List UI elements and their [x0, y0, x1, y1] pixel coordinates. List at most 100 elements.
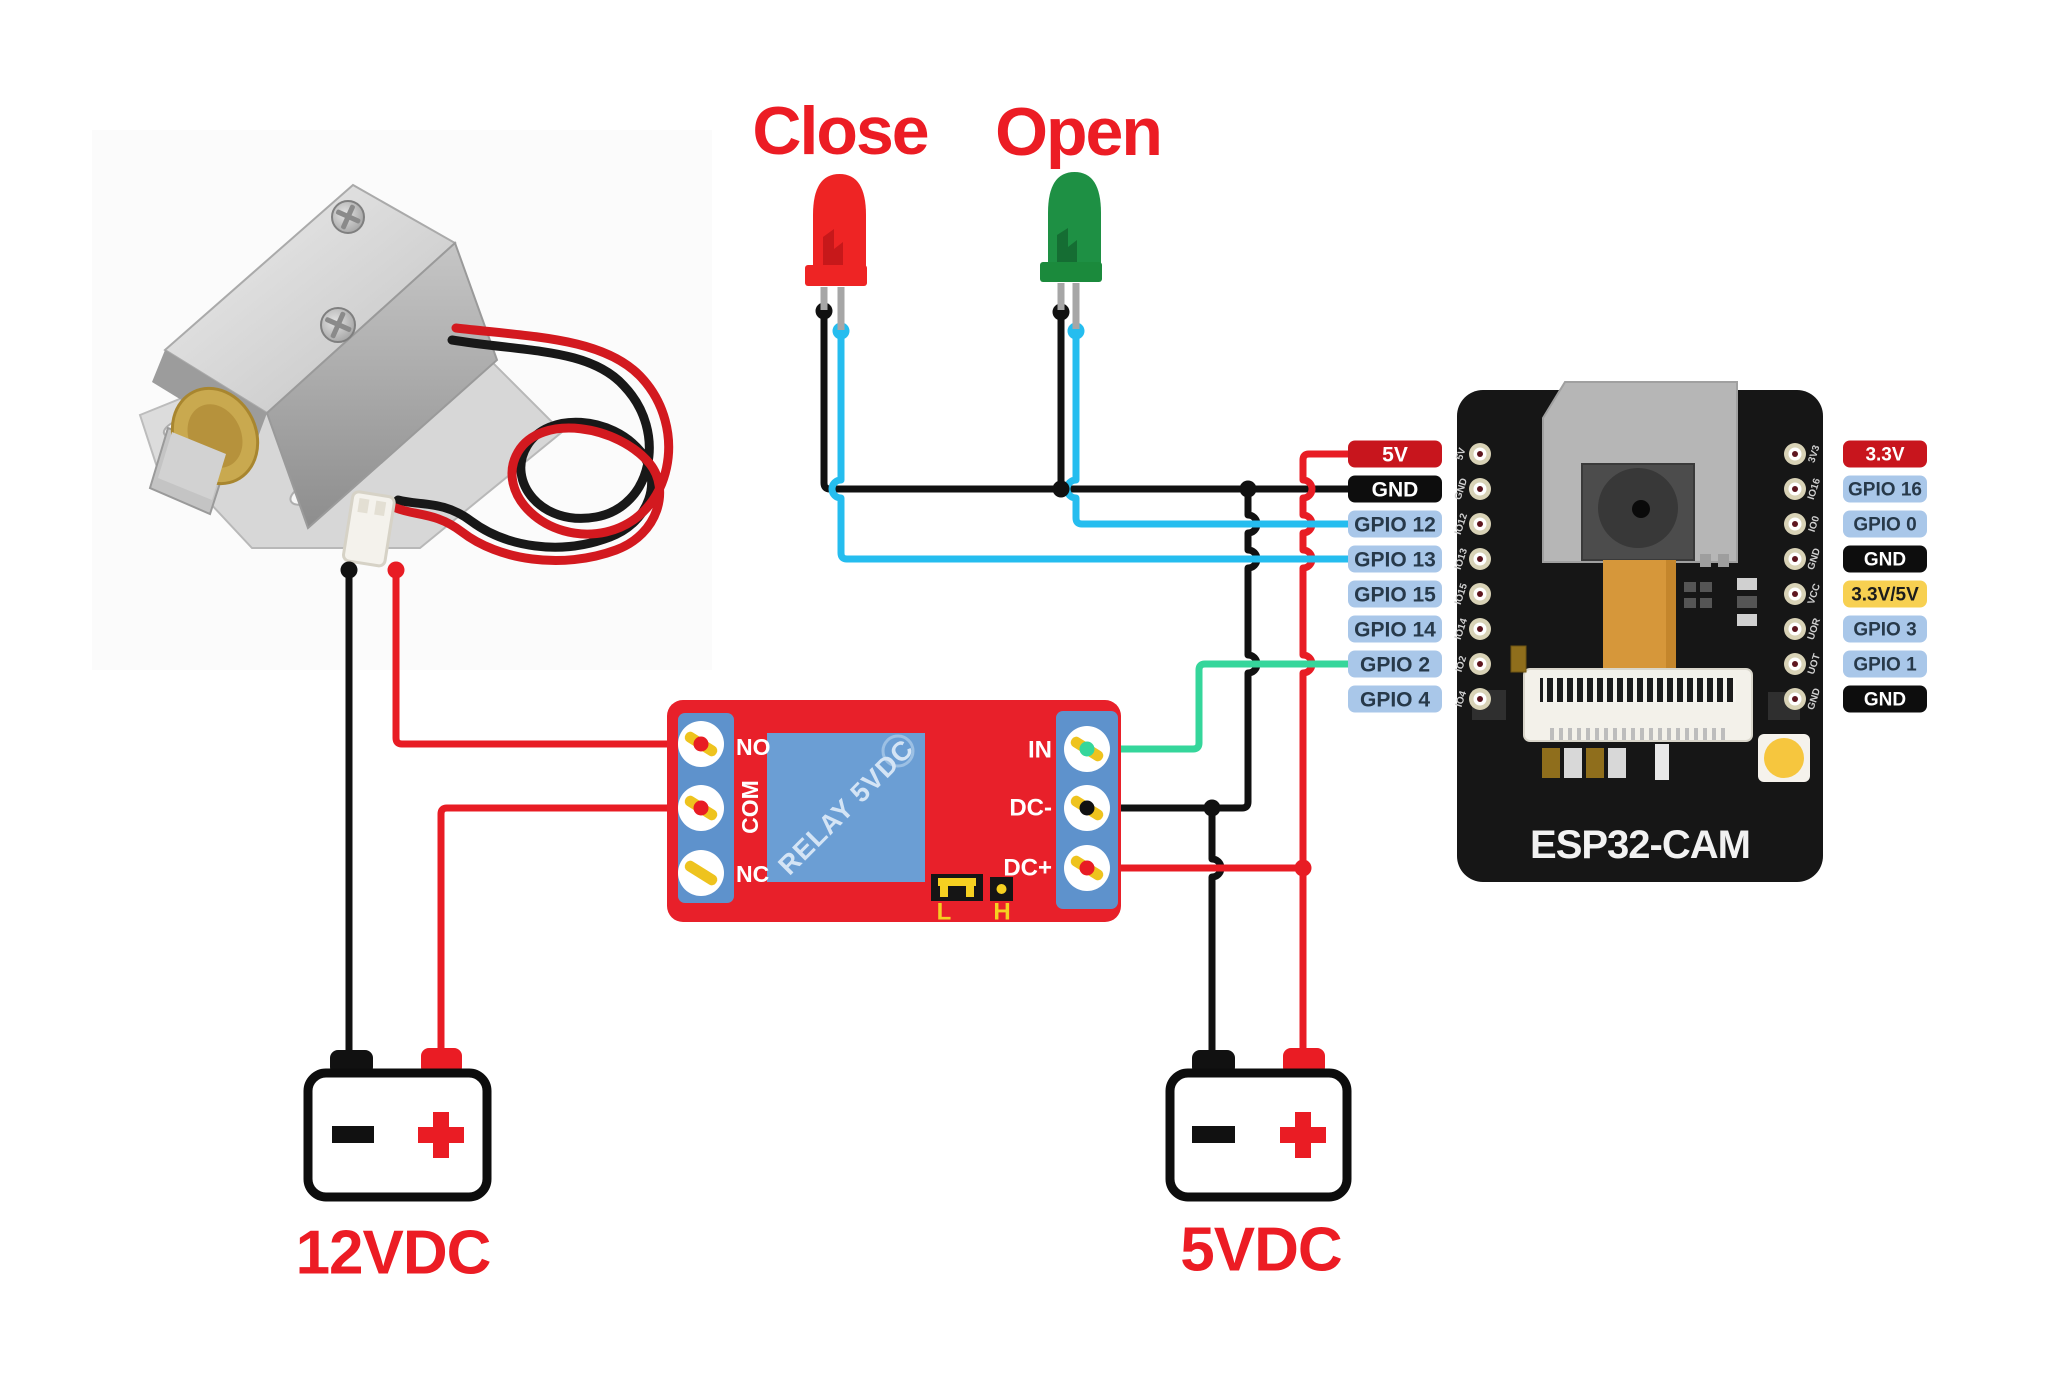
- lock-wire-coil: [391, 323, 674, 565]
- svg-text:3.3V/5V: 3.3V/5V: [1851, 585, 1919, 606]
- junction-dots-red: [387, 561, 1312, 877]
- camera-pin: [1718, 554, 1729, 567]
- svg-text:GPIO 15: GPIO 15: [1354, 584, 1436, 607]
- wire-12v-plus-to-com: [437, 804, 705, 1058]
- svg-text:GND: GND: [1864, 690, 1906, 711]
- wire-open-led-gpio12: [1063, 327, 1352, 528]
- led-leg: [1072, 283, 1080, 329]
- wire-in-gpio2: [1083, 660, 1352, 753]
- pin-pill-gpio3: GPIO 3: [1843, 615, 1927, 643]
- svg-text:3.3V: 3.3V: [1865, 445, 1904, 466]
- relay-module: RELAY 5VDC: [667, 700, 1121, 926]
- led-leg: [820, 287, 828, 310]
- jumper-h-label: H: [993, 899, 1010, 926]
- svg-text:GPIO 3: GPIO 3: [1853, 620, 1916, 641]
- esp32-right-pin-labels: 3.3V GPIO 16 GPIO 0 GND 3.3V/5V GPIO 3 G…: [1843, 440, 1927, 713]
- wire-gnd-rail: [820, 307, 1352, 493]
- open-led-label: Open: [995, 94, 1161, 170]
- lock-screw: [331, 200, 365, 234]
- svg-text:GPIO 16: GPIO 16: [1848, 480, 1922, 501]
- solenoid-lock-photo: [92, 130, 712, 670]
- svg-text:GND: GND: [1372, 479, 1419, 502]
- relay-com-label: COM: [737, 780, 763, 834]
- relay-screw-nc: [678, 850, 724, 896]
- camera-aperture: [1632, 500, 1650, 518]
- red-led-reflector: [823, 229, 843, 265]
- relay-dc-minus-label: DC-: [1009, 795, 1052, 822]
- battery-body: [303, 1068, 492, 1202]
- relay-screw-dc-plus: [1064, 845, 1110, 891]
- plus-sign: [418, 1112, 464, 1158]
- pin-pill-gpio0: GPIO 0: [1843, 510, 1927, 538]
- relay-body: [767, 733, 925, 882]
- lock-latch-face: [158, 432, 226, 500]
- esp32-cam-board: 5V GND IO12 IO13 IO15 IO14 IO2 IO4 3V3 I…: [1453, 381, 1823, 882]
- pin-pill-gpio13: GPIO 13: [1348, 545, 1442, 573]
- relay-screw-no: [678, 721, 724, 767]
- relay-in-label: IN: [1028, 737, 1052, 764]
- wire-close-led-gpio13: [828, 327, 1352, 563]
- svg-text:5V: 5V: [1382, 444, 1408, 467]
- camera-flex-ribbon-edge: [1666, 560, 1676, 670]
- led-leg: [837, 287, 845, 330]
- pin-hole-column-right: [1784, 443, 1806, 710]
- pin-pill-gpio2: GPIO 2: [1348, 650, 1442, 678]
- silk-label: 3V3: [1806, 444, 1822, 465]
- relay-no-label: NO: [736, 734, 771, 760]
- open-led: Open: [995, 94, 1163, 329]
- minus-sign: [332, 1126, 374, 1143]
- camera-pin: [1700, 554, 1711, 567]
- jumper-l-label: L: [937, 899, 952, 926]
- pin-pill-gpio14: GPIO 14: [1348, 615, 1442, 643]
- pin-pill-3v3: 3.3V: [1843, 440, 1927, 468]
- green-led-flange: [1040, 262, 1102, 282]
- pin-pill-gpio15: GPIO 15: [1348, 580, 1442, 608]
- svg-text:GPIO 13: GPIO 13: [1354, 549, 1436, 572]
- svg-text:GPIO 14: GPIO 14: [1354, 619, 1436, 642]
- flash-led: [1758, 734, 1810, 782]
- minus-sign: [1192, 1126, 1235, 1143]
- svg-text:GND: GND: [1864, 550, 1906, 571]
- silk-label: IO0: [1807, 514, 1823, 533]
- pin-pill-gpio12: GPIO 12: [1348, 510, 1442, 538]
- wire-5v-rail: [1299, 450, 1352, 1058]
- relay-screw-com: [678, 785, 724, 831]
- wire-lock-to-no: [392, 566, 705, 748]
- svg-text:GPIO 12: GPIO 12: [1354, 514, 1436, 537]
- close-led-label: Close: [752, 93, 927, 169]
- lock-screw: [320, 307, 356, 343]
- relay-jumper: [931, 874, 1013, 901]
- pin-holes: [1469, 443, 1806, 710]
- camera-flex-ribbon: [1603, 560, 1676, 670]
- battery-12v-label: 12VDC: [296, 1219, 491, 1288]
- svg-text:GPIO 4: GPIO 4: [1360, 689, 1430, 712]
- lock-jst-connector: [342, 490, 396, 568]
- battery-12vdc: 12VDC: [296, 1048, 492, 1288]
- pin-pill-5v: 5V: [1348, 440, 1442, 468]
- battery-body: [1165, 1068, 1352, 1202]
- lock-body-front: [265, 241, 499, 530]
- ffc-connector: [1523, 668, 1753, 742]
- pin-hole-column-left: [1469, 443, 1491, 710]
- pin-pill-gnd3: GND: [1843, 685, 1927, 713]
- silk-label: IO4: [1454, 689, 1470, 708]
- green-led-reflector: [1057, 228, 1077, 262]
- silk-label: IO2: [1454, 654, 1470, 673]
- relay-screw-in: [1064, 726, 1110, 772]
- battery-terminal-positive: [1283, 1048, 1325, 1075]
- red-led-flange: [805, 265, 867, 286]
- battery-terminal-positive: [421, 1048, 462, 1075]
- svg-text:GPIO 0: GPIO 0: [1853, 515, 1916, 536]
- svg-text:GPIO 2: GPIO 2: [1360, 654, 1430, 677]
- pin-pill-gnd: GND: [1348, 475, 1442, 503]
- relay-nc-label: NC: [736, 861, 769, 887]
- silk-label: 5V: [1454, 446, 1468, 461]
- pin-pill-3v3-5v: 3.3V/5V: [1843, 580, 1927, 608]
- close-led: Close: [752, 93, 930, 330]
- pin-pill-gnd2: GND: [1843, 545, 1927, 573]
- pin-pill-gpio16: GPIO 16: [1843, 475, 1927, 503]
- relay-screw-dc-minus: [1064, 785, 1110, 831]
- junction-dots-black: [340, 302, 1257, 817]
